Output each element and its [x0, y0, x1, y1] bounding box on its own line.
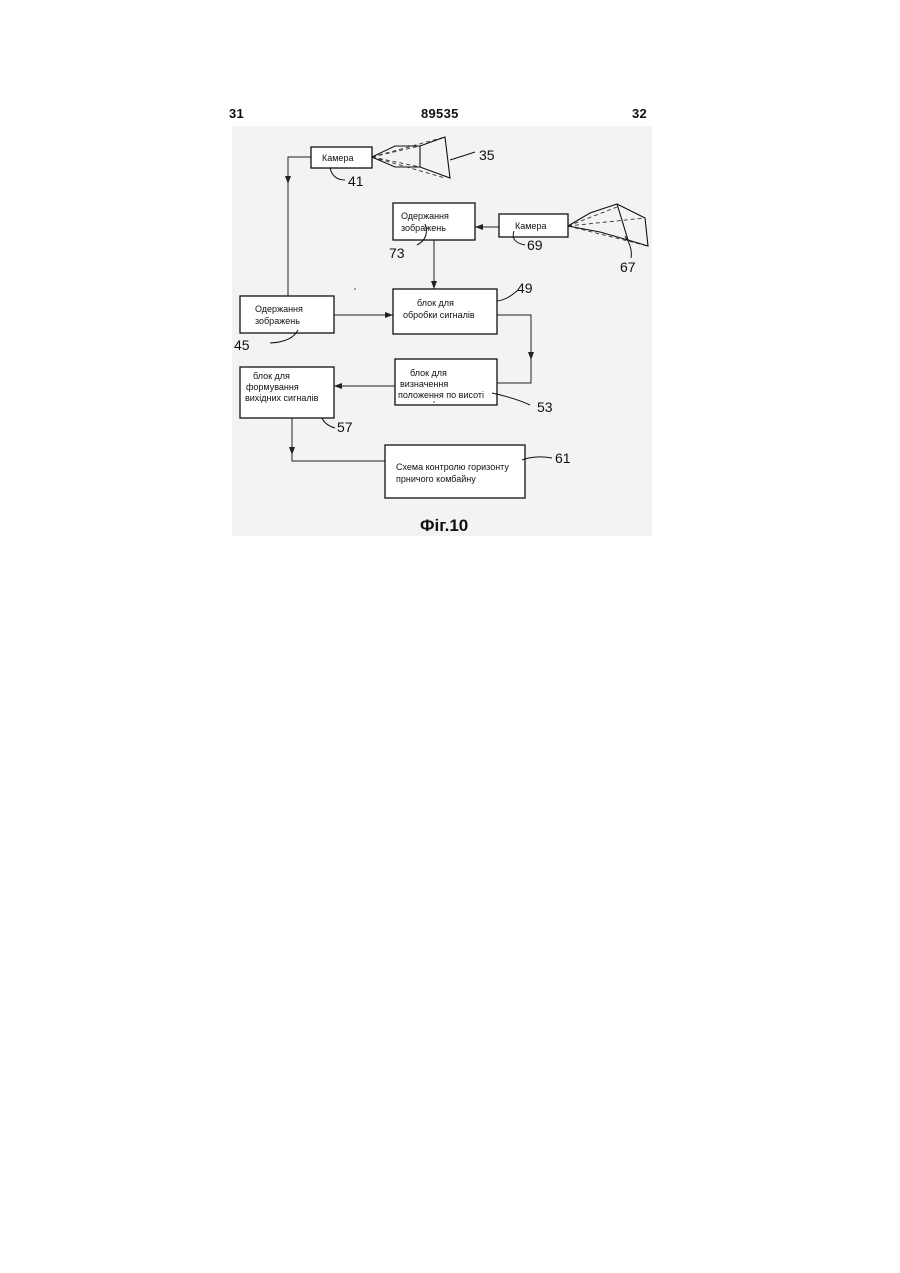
ref-69: 69: [527, 237, 543, 253]
block-diagram: Камера Одержання зображень Камера Одержа…: [0, 0, 900, 560]
ref-53: 53: [537, 399, 553, 415]
label-horizon-control-61-line1: Схема контролю горизонту: [396, 462, 509, 472]
label-height-determination-53-line1: блок для: [410, 368, 447, 378]
ref-45: 45: [234, 337, 250, 353]
label-image-acquisition-73-line2: зображень: [401, 223, 446, 233]
label-output-forming-57-line1: блок для: [253, 371, 290, 381]
label-image-acquisition-45-line2: зображень: [255, 316, 300, 326]
ref-57: 57: [337, 419, 353, 435]
label-output-forming-57-line2: формування: [246, 382, 299, 392]
box-image-acquisition-73: [393, 203, 475, 240]
label-height-determination-53-line3: положення по висоті: [398, 390, 484, 400]
scan-speck: [433, 401, 435, 403]
scan-speck: [354, 288, 356, 290]
ref-35: 35: [479, 147, 495, 163]
label-height-determination-53-line2: визначення: [400, 379, 448, 389]
label-image-acquisition-73-line1: Одержання: [401, 211, 449, 221]
label-camera-41: Камера: [322, 153, 353, 163]
label-horizon-control-61-line2: прничого комбайну: [396, 474, 476, 484]
label-signal-processing-49-line1: блок для: [417, 298, 454, 308]
ref-67: 67: [620, 259, 636, 275]
ref-61: 61: [555, 450, 571, 466]
label-camera-69: Камера: [515, 221, 546, 231]
box-image-acquisition-45: [240, 296, 334, 333]
ref-41: 41: [348, 173, 364, 189]
figure-caption: Фіг.10: [420, 516, 468, 535]
ref-73: 73: [389, 245, 405, 261]
ref-49: 49: [517, 280, 533, 296]
label-output-forming-57-line3: вихідних сигналів: [245, 393, 319, 403]
label-image-acquisition-45-line1: Одержання: [255, 304, 303, 314]
label-signal-processing-49-line2: обробки сигналів: [403, 310, 475, 320]
